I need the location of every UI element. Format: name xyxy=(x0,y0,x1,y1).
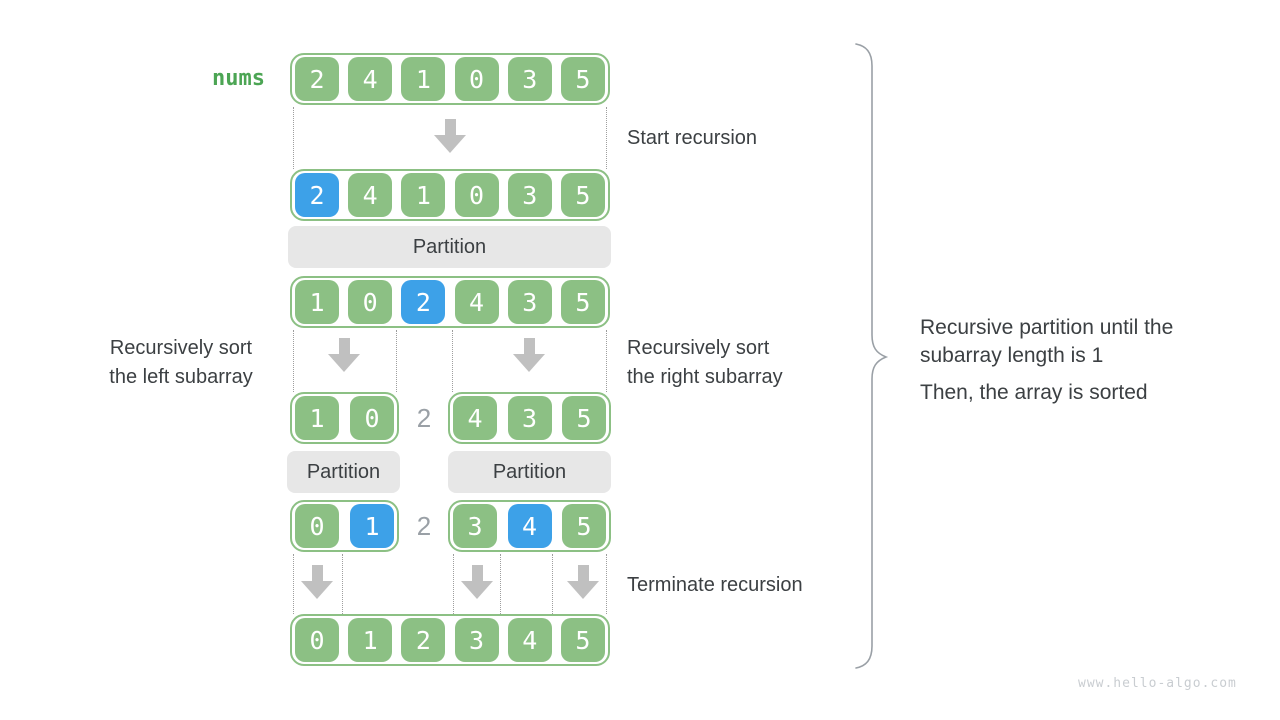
dotted-guide-line xyxy=(293,554,294,614)
array-cell: 2 xyxy=(401,280,446,324)
dotted-guide-line xyxy=(500,554,501,614)
array-cell: 4 xyxy=(507,618,552,662)
array-cell: 0 xyxy=(348,280,393,324)
array-cell: 5 xyxy=(562,504,606,548)
array-cell: 3 xyxy=(454,618,499,662)
dotted-guide-line xyxy=(293,330,294,392)
array-cell: 0 xyxy=(350,396,394,440)
array-cell: 1 xyxy=(401,173,446,217)
array-cell: 2 xyxy=(295,57,339,101)
partition-bar: Partition xyxy=(448,451,611,493)
array-cell: 5 xyxy=(560,173,605,217)
array-cell: 1 xyxy=(350,504,394,548)
array-cell: 4 xyxy=(454,280,499,324)
array-cell: 1 xyxy=(295,396,339,440)
array-cell: 0 xyxy=(295,504,339,548)
left-subarray-note: Recursively sort the left subarray xyxy=(75,334,287,392)
down-arrow-icon xyxy=(567,565,599,599)
left-subarray-note-line1: Recursively sort xyxy=(109,337,253,359)
right-subarray-note-line2: the right subarray xyxy=(627,366,783,388)
array-cell: 0 xyxy=(295,618,339,662)
dotted-guide-line xyxy=(606,107,607,169)
curly-brace xyxy=(855,43,889,669)
pivot-value-text: 2 xyxy=(416,403,432,433)
array-cell: 1 xyxy=(348,618,393,662)
array-cell: 0 xyxy=(454,57,499,101)
right-subarray-note: Recursively sort the right subarray xyxy=(627,334,783,392)
brace-note-line1: Recursive partition until the subarray l… xyxy=(920,316,1174,367)
array-cell: 2 xyxy=(401,618,446,662)
array-cell: 3 xyxy=(453,504,497,548)
array-cell: 5 xyxy=(560,280,605,324)
down-arrow-icon xyxy=(301,565,333,599)
array-cell: 1 xyxy=(295,280,339,324)
array-cell: 4 xyxy=(348,57,393,101)
start-recursion-label: Start recursion xyxy=(627,127,758,149)
array-cell: 0 xyxy=(454,173,499,217)
array-cell: 5 xyxy=(560,57,605,101)
array-cell: 2 xyxy=(295,173,339,217)
right-subarray-note-line1: Recursively sort xyxy=(627,337,770,359)
down-arrow-icon xyxy=(461,565,493,599)
brace-notes: Recursive partition until the subarray l… xyxy=(920,314,1230,407)
pivot-value-text: 2 xyxy=(416,511,432,541)
dotted-guide-line xyxy=(552,554,553,614)
watermark: www.hello-algo.com xyxy=(1078,676,1237,691)
dotted-guide-line xyxy=(606,330,607,392)
terminate-recursion-label: Terminate recursion xyxy=(627,574,803,596)
array-cell: 3 xyxy=(507,280,552,324)
array-cell: 4 xyxy=(453,396,497,440)
array-cell: 5 xyxy=(560,618,605,662)
dotted-guide-line xyxy=(452,330,453,392)
partition-bar: Partition xyxy=(288,226,611,268)
nums-label: nums xyxy=(212,66,265,91)
dotted-guide-line xyxy=(342,554,343,614)
left-subarray-note-line2: the left subarray xyxy=(109,366,253,388)
array-cell: 3 xyxy=(507,396,552,440)
down-arrow-icon xyxy=(513,338,545,372)
array-cell: 4 xyxy=(507,504,552,548)
array-cell: 4 xyxy=(348,173,393,217)
dotted-guide-line xyxy=(396,330,397,392)
brace-note-line2: Then, the array is sorted xyxy=(920,381,1148,404)
dotted-guide-line xyxy=(606,554,607,614)
down-arrow-icon xyxy=(434,119,466,153)
array-cell: 3 xyxy=(507,173,552,217)
dotted-guide-line xyxy=(453,554,454,614)
array-cell: 1 xyxy=(401,57,446,101)
array-cell: 3 xyxy=(507,57,552,101)
array-cell: 5 xyxy=(562,396,606,440)
dotted-guide-line xyxy=(293,107,294,169)
partition-bar: Partition xyxy=(287,451,400,493)
down-arrow-icon xyxy=(328,338,360,372)
